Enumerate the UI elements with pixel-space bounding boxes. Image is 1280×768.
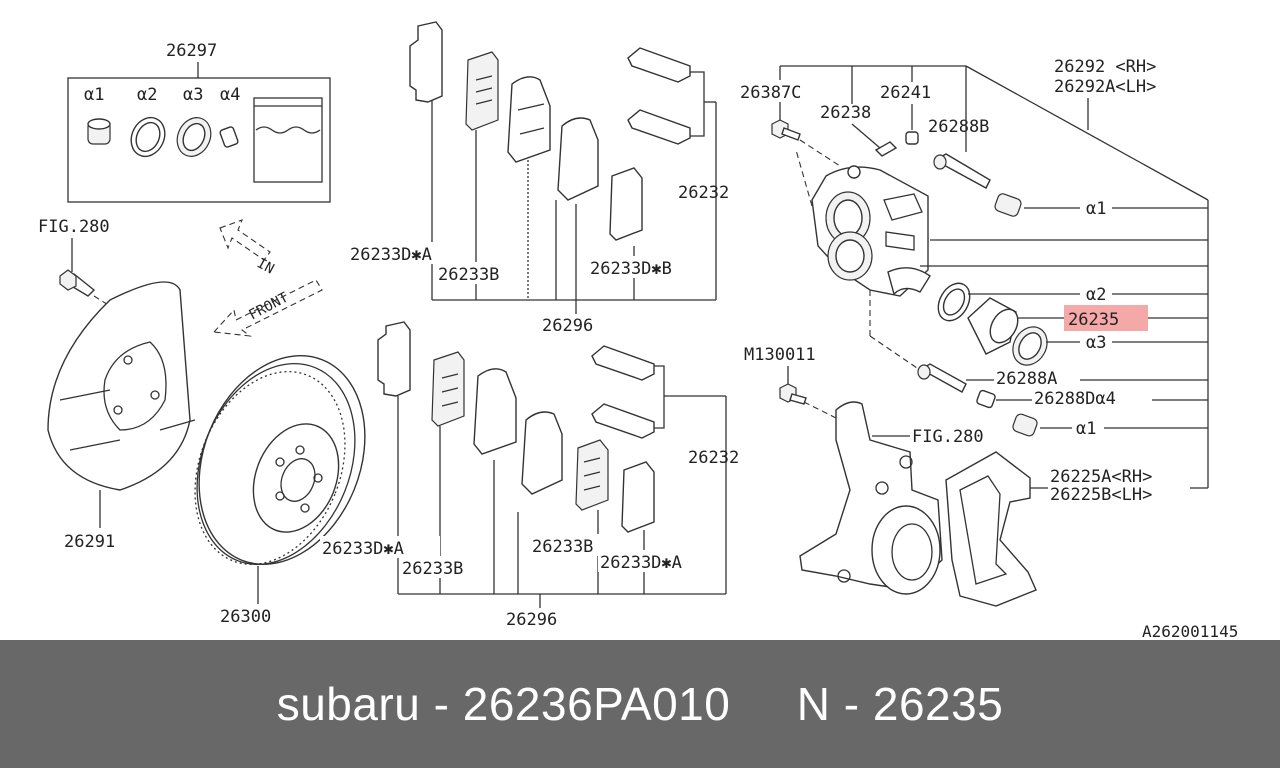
label-26225B-lh: 26225B<LH> — [1050, 485, 1152, 505]
steering-knuckle — [799, 401, 943, 595]
bleeder-cap-26241 — [905, 131, 919, 145]
guide-pin-26288B — [933, 153, 991, 189]
label-26233B-top: 26233B — [438, 265, 499, 285]
footer-separator-2: - — [830, 678, 873, 730]
shim-middle-bottom — [575, 439, 609, 511]
brake-pad-outer-bottom — [473, 368, 517, 455]
label-26296-top: 26296 — [542, 316, 593, 336]
label-26291: 26291 — [64, 532, 115, 552]
label-front: FRONT — [246, 289, 291, 323]
shim-inner-top — [465, 51, 499, 131]
label-a1-right-upper: α1 — [1086, 199, 1106, 219]
label-in: IN — [254, 255, 276, 277]
kit-26297-box — [67, 77, 331, 203]
brake-pad-outer-top — [507, 76, 551, 163]
caliper-body-26292 — [811, 165, 931, 297]
label-a1-kit: α1 — [84, 85, 104, 105]
label-26233DA-bottom-2: 26233D✱A — [600, 553, 682, 573]
label-26233DA-top: 26233D✱A — [350, 245, 432, 265]
seal-a2 — [937, 282, 971, 322]
caliper-support-26225 — [945, 451, 1037, 607]
label-a3-right: α3 — [1086, 333, 1106, 353]
label-26288B: 26288B — [928, 117, 989, 137]
shim-outer-top — [409, 21, 443, 103]
label-26233B-bottom-2: 26233B — [532, 537, 593, 557]
piston-26235 — [967, 297, 1019, 355]
label-26233DB-top: 26233D✱B — [590, 259, 672, 279]
label-26232-bottom: 26232 — [688, 448, 739, 468]
label-26238: 26238 — [820, 103, 871, 123]
label-a1-right-lower: α1 — [1076, 419, 1096, 439]
label-26297: 26297 — [166, 41, 217, 61]
dust-shield-26291 — [47, 281, 196, 491]
label-a4-kit: α4 — [220, 85, 240, 105]
footer-n-label: N — [796, 678, 831, 730]
kit-seal-icon — [130, 116, 166, 158]
footer-part-number: 26236PA010 — [462, 678, 731, 730]
label-26288A: 26288A — [996, 369, 1057, 389]
guide-pin-26288A — [917, 363, 967, 393]
label-26233B-bottom-1: 26233B — [402, 559, 463, 579]
label-26233DA-bottom: 26233D✱A — [322, 539, 404, 559]
footer-gap — [730, 678, 796, 730]
kit-grease-bag-icon — [253, 97, 323, 183]
kit-boot-icon — [87, 118, 111, 145]
label-a2-kit: α2 — [137, 85, 157, 105]
shim-inner-bottom — [431, 351, 465, 427]
parts-diagram: 26297 α1 α2 α3 α4 FIG.280 IN FRONT — [38, 21, 1238, 640]
pad-clip-top — [627, 47, 691, 145]
in-arrow-icon: IN — [219, 219, 277, 277]
bolt-M130011 — [779, 383, 807, 405]
shim-outer-bottom — [377, 321, 411, 397]
label-26241: 26241 — [880, 83, 931, 103]
dust-boot-a3 — [1012, 326, 1048, 366]
brake-pad-inner-bottom — [521, 411, 563, 495]
label-26288D-a4: 26288Dα4 — [1034, 389, 1116, 409]
brake-rotor-26300 — [194, 354, 366, 566]
footer-caption: subaru - 26236PA010 N - 26235 — [277, 677, 1004, 731]
label-a3-kit: α3 — [183, 85, 203, 105]
label-26232-top: 26232 — [678, 183, 729, 203]
reference-code: A262001145 — [1142, 622, 1238, 640]
pin-boot-26288D — [976, 389, 996, 409]
front-arrow-icon: FRONT — [212, 279, 323, 337]
label-26296-bottom: 26296 — [506, 610, 557, 630]
label-26300: 26300 — [220, 607, 271, 627]
label-26225A-rh: 26225A<RH> — [1050, 467, 1152, 487]
kit-pin-boot-icon — [219, 126, 239, 148]
pad-clip-bottom — [591, 345, 655, 439]
label-26292A-lh: 26292A<LH> — [1054, 77, 1156, 97]
boot-a1-lower — [1012, 413, 1038, 437]
brake-pad-inner-top — [557, 117, 599, 201]
label-a2-right: α2 — [1086, 285, 1106, 305]
shim-small-top — [609, 167, 643, 241]
shim-small-bottom — [621, 461, 655, 533]
shield-bolt-icon — [59, 269, 96, 297]
boot-a1-upper — [994, 193, 1022, 217]
label-fig280-top: FIG.280 — [38, 217, 110, 237]
footer-separator-1: - — [420, 678, 463, 730]
label-26235: 26235 — [1068, 310, 1119, 330]
footer-bar: subaru - 26236PA010 N - 26235 — [0, 640, 1280, 768]
label-fig280-right: FIG.280 — [912, 427, 984, 447]
label-M130011: M130011 — [744, 345, 816, 365]
bleeder-screw-26238 — [874, 141, 898, 157]
highlight-26235 — [1064, 305, 1148, 331]
label-26292-rh: 26292 <RH> — [1054, 57, 1156, 77]
label-26387C: 26387C — [740, 83, 801, 103]
caliper-bolt-26387C — [771, 119, 801, 141]
footer-n-value: 26235 — [872, 678, 1004, 730]
footer-brand: subaru — [276, 678, 421, 730]
kit-dust-boot-icon — [176, 117, 212, 157]
